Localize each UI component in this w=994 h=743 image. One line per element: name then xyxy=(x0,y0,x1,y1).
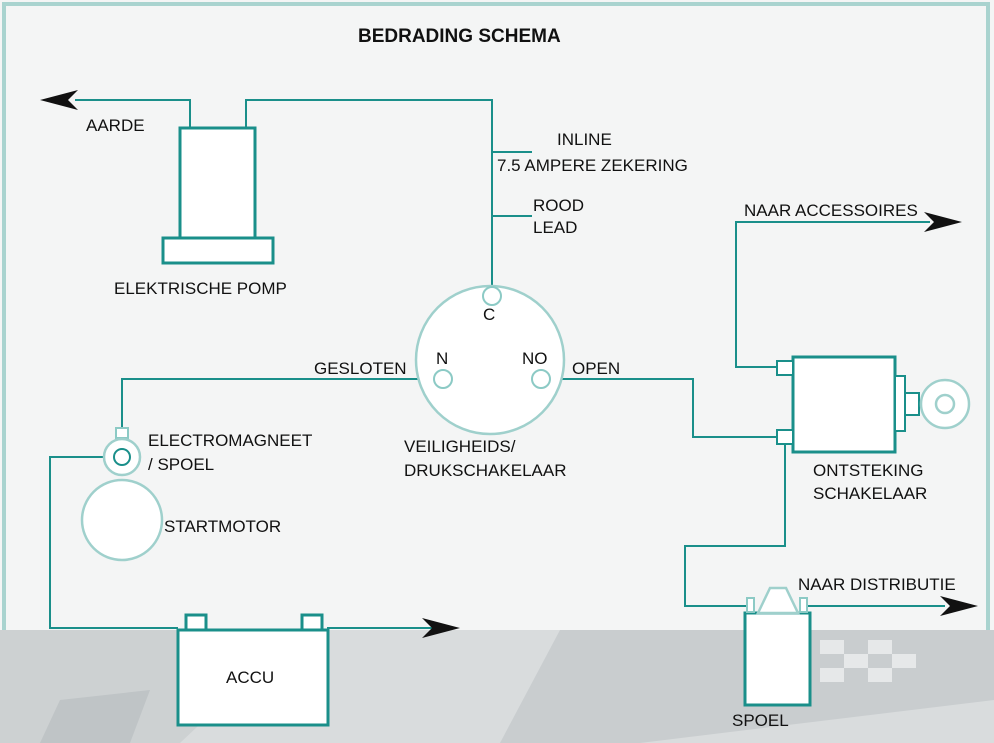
arrow-heads xyxy=(40,90,978,638)
label-naar-distributie: NAAR DISTRIBUTIE xyxy=(798,575,956,594)
label-ontsteking: ONTSTEKING xyxy=(813,461,924,480)
label-rood: ROOD xyxy=(533,196,584,215)
ignition-switch xyxy=(776,355,971,454)
label-schakelaar: SCHAKELAAR xyxy=(813,484,927,503)
watermark-background xyxy=(0,630,994,743)
label-elektrische-pomp: ELEKTRISCHE POMP xyxy=(114,279,287,298)
label-veiligheids: VEILIGHEIDS/ xyxy=(404,437,516,456)
label-naar-accessoires: NAAR ACCESSOIRES xyxy=(744,201,918,220)
diagram-title: BEDRADING SCHEMA xyxy=(358,26,561,47)
wires xyxy=(49,99,945,629)
label-startmotor: STARTMOTOR xyxy=(164,517,281,536)
label-terminal-n: N xyxy=(436,349,448,368)
solenoid xyxy=(102,427,142,477)
arrow-accu-out xyxy=(422,618,460,638)
label-lead: LEAD xyxy=(533,218,577,237)
label-terminal-no: NO xyxy=(522,349,548,368)
terminal-c xyxy=(482,286,502,306)
label-spoel-slash: / SPOEL xyxy=(148,455,214,474)
terminal-no xyxy=(531,369,551,389)
label-fuse: 7.5 AMPERE ZEKERING xyxy=(497,156,688,175)
label-electromagneet: ELECTROMAGNEET xyxy=(148,431,312,450)
arrow-distributie xyxy=(940,596,978,616)
terminal-n xyxy=(433,369,453,389)
label-aarde: AARDE xyxy=(86,116,145,135)
label-gesloten: GESLOTEN xyxy=(314,359,407,378)
starter-motor xyxy=(80,478,164,562)
electric-pump xyxy=(161,126,275,265)
label-spoel: SPOEL xyxy=(732,711,789,730)
label-accu: ACCU xyxy=(226,668,274,687)
label-inline: INLINE xyxy=(557,130,612,149)
battery xyxy=(176,613,330,727)
safety-pressure-switch xyxy=(414,284,566,436)
label-open: OPEN xyxy=(572,359,620,378)
label-drukschakelaar: DRUKSCHAKELAAR xyxy=(404,461,567,480)
label-terminal-c: C xyxy=(483,305,495,324)
arrow-aarde xyxy=(40,90,78,110)
arrow-accessoires xyxy=(924,212,962,232)
ignition-coil xyxy=(743,586,812,707)
